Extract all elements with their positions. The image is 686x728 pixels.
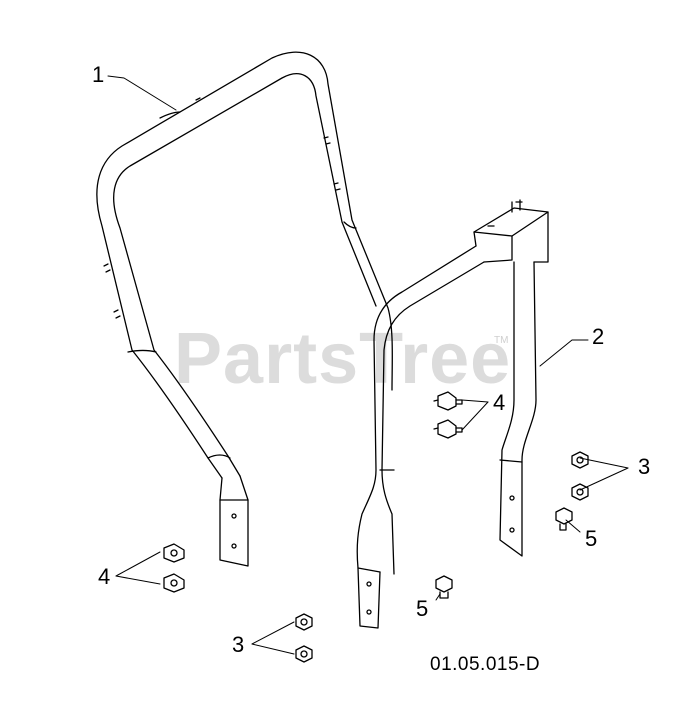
- callout-5-right: 5: [585, 526, 598, 551]
- nut-3-bottom-lower[interactable]: [295, 645, 313, 663]
- lower-handle-part-2[interactable]: [356, 199, 549, 629]
- callout-4-left: 4: [98, 564, 111, 589]
- callout-3-bottom: 3: [232, 632, 245, 657]
- bolt-4-left-upper[interactable]: [163, 543, 185, 563]
- diagram-code: 01.05.015-D: [430, 654, 541, 675]
- bolt-4-center-upper[interactable]: [433, 391, 463, 411]
- callout-2-lower-handle: 2: [592, 324, 605, 349]
- leader-lines: [107, 75, 629, 655]
- callout-3-right: 3: [638, 454, 651, 479]
- upper-handle-part-1[interactable]: [96, 51, 393, 567]
- watermark-logo: PartsTree: [174, 319, 512, 399]
- bolt-4-left-lower[interactable]: [163, 573, 185, 593]
- nut-3-right-upper[interactable]: [571, 451, 589, 469]
- callout-5-bottom: 5: [416, 596, 429, 621]
- nut-3-bottom-upper[interactable]: [295, 613, 313, 631]
- watermark-trademark: TM: [494, 335, 509, 346]
- nut-3-right-lower[interactable]: [571, 483, 589, 501]
- screw-5-right[interactable]: [555, 507, 573, 531]
- screw-5-bottom[interactable]: [435, 575, 453, 599]
- bolt-4-center-lower[interactable]: [433, 419, 463, 439]
- callout-1-upper-handle: 1: [92, 62, 105, 87]
- callout-4-center: 4: [493, 390, 506, 415]
